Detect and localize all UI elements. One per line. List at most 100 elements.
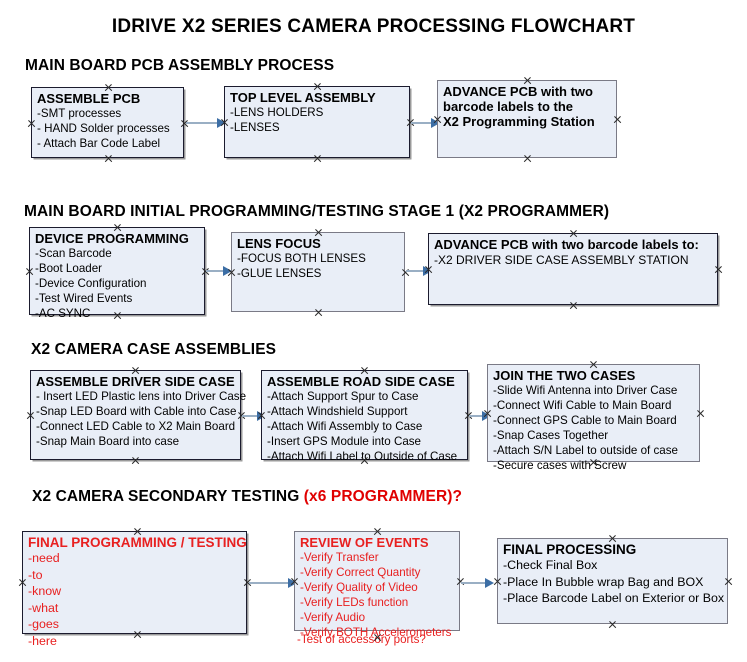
node-title: ADVANCE PCB with two barcode labels to: [434, 237, 699, 252]
node-line: -Secure cases with Screw [493, 459, 627, 472]
node-line: -here [28, 633, 57, 648]
arrow-head [423, 266, 432, 276]
node-line: -Boot Loader [35, 262, 103, 275]
node-line: -what [28, 600, 59, 615]
node-line: -Place In Bubble wrap Bag and BOX [503, 574, 704, 589]
node-line: -Connect LED Cable to X2 Main Board [36, 420, 236, 433]
node-line: -FOCUS BOTH LENSES [237, 252, 366, 265]
arrow-connector [206, 266, 232, 276]
section-heading-1: MAIN BOARD PCB ASSEMBLY PROCESS [25, 57, 334, 75]
node-review-of-events[interactable]: REVIEW OF EVENTS -Verify Transfer -Verif… [294, 531, 460, 639]
node-line: -Connect GPS Cable to Main Board [493, 414, 677, 427]
arrow-head [217, 118, 226, 128]
node-title-line: barcode labels to the [443, 99, 574, 114]
node-top-level-assembly[interactable]: TOP LEVEL ASSEMBLY -LENS HOLDERS -LENSES [224, 86, 410, 158]
node-line: -Attach S/N Label to outside of case [493, 444, 678, 457]
arrow-head [482, 411, 491, 421]
section-heading-2-text: MAIN BOARD INITIAL PROGRAMMING/TESTING S… [24, 203, 610, 220]
arrow-head [485, 578, 494, 588]
arrow-shaft [242, 415, 258, 417]
node-line: -Device Configuration [35, 277, 147, 290]
node-line: -Scan Barcode [35, 247, 112, 260]
node-title: JOIN THE TWO CASES [493, 368, 636, 383]
node-advance-pcb-programming-station[interactable]: ADVANCE PCB with two barcode labels to t… [437, 80, 617, 158]
node-title: ASSEMBLE DRIVER SIDE CASE [36, 374, 235, 389]
node-line: -Attach Wifi Label to Outside of Case [267, 450, 458, 463]
arrow-connector [469, 411, 491, 421]
node-line: -Insert GPS Module into Case [267, 435, 422, 448]
node-line: -AC SYNC [35, 307, 91, 320]
node-line: - HAND Solder processes [37, 122, 170, 135]
node-line: -Verify Quality of Video [300, 581, 418, 594]
node-line: -know [28, 584, 62, 598]
arrow-shaft [249, 582, 289, 584]
node-line: -Attach Support Spur to Case [267, 390, 419, 403]
node-line: - Insert LED Plastic lens into Driver Ca… [36, 390, 247, 403]
node-title-line: X2 Programming Station [443, 114, 595, 129]
node-line: -need [28, 551, 60, 565]
section-heading-3-text: X2 CAMERA CASE ASSEMBLIES [31, 341, 277, 358]
section-heading-1-text: MAIN BOARD PCB ASSEMBLY PROCESS [25, 57, 335, 74]
node-line: -Snap LED Board with Cable into Case [36, 405, 237, 418]
arrow-shaft [411, 122, 432, 124]
section-heading-4: X2 CAMERA SECONDARY TESTING (x6 PROGRAMM… [32, 488, 462, 506]
node-assemble-pcb[interactable]: ASSEMBLE PCB -SMT processes - HAND Solde… [31, 87, 184, 158]
node-line: -to [28, 567, 43, 582]
node-line: -Verify Audio [300, 611, 366, 624]
node-assemble-road-side-case[interactable]: ASSEMBLE ROAD SIDE CASE -Attach Support … [261, 370, 468, 463]
node-line: -SMT processes [37, 107, 122, 120]
node-line: -Attach Wifi Assembly to Case [267, 420, 423, 433]
node-assemble-driver-side-case[interactable]: ASSEMBLE DRIVER SIDE CASE - Insert LED P… [30, 370, 247, 460]
node-lens-focus[interactable]: LENS FOCUS -FOCUS BOTH LENSES -GLUE LENS… [231, 232, 405, 312]
arrow-shaft [406, 270, 424, 272]
node-line: -Verify Transfer [300, 551, 379, 564]
node-device-programming[interactable]: DEVICE PROGRAMMING -Scan Barcode -Boot L… [29, 227, 205, 320]
node-line: -goes [28, 617, 59, 631]
arrow-shaft [469, 415, 483, 417]
node-line: -GLUE LENSES [237, 267, 322, 280]
node-line: -Check Final Box [503, 558, 598, 572]
node-line: -Place Barcode Label on Exterior or Box [503, 591, 725, 605]
arrow-connector [411, 118, 440, 128]
node-line: -Verify BOTH Accelerometers [300, 626, 452, 639]
node-title: ADVANCE PCB with two [443, 84, 593, 99]
arrow-connector [406, 266, 432, 276]
section-heading-2: MAIN BOARD INITIAL PROGRAMMING/TESTING S… [24, 203, 609, 221]
node-title: REVIEW OF EVENTS [300, 535, 429, 550]
arrow-shaft [186, 122, 218, 124]
node-title: DEVICE PROGRAMMING [35, 231, 189, 246]
node-title: ASSEMBLE PCB [37, 91, 141, 106]
node-line: -Verify LEDs function [300, 596, 409, 609]
node-advance-pcb-driver-side-station[interactable]: ADVANCE PCB with two barcode labels to: … [428, 233, 718, 305]
section-heading-4-text: X2 CAMERA SECONDARY TESTING [32, 488, 304, 505]
arrow-connector [249, 578, 297, 588]
node-line: -Attach Windshield Support [267, 405, 408, 418]
node-overflow-line: -Test of accessory ports? [297, 633, 426, 646]
node-final-programming-testing[interactable]: FINAL PROGRAMMING / TESTING -need -to -k… [22, 531, 247, 648]
node-final-processing[interactable]: FINAL PROCESSING -Check Final Box -Place… [497, 538, 728, 624]
arrow-head [431, 118, 440, 128]
node-line: -LENS HOLDERS [230, 106, 324, 119]
arrow-connector [186, 118, 226, 128]
node-line: -Snap Cases Together [493, 429, 609, 442]
node-line: - Attach Bar Code Label [37, 137, 161, 150]
node-title: ASSEMBLE ROAD SIDE CASE [267, 374, 455, 389]
node-line: -Snap Main Board into case [36, 435, 180, 448]
node-line: -Connect Wifi Cable to Main Board [493, 399, 672, 412]
arrow-shaft [206, 270, 224, 272]
node-title: FINAL PROGRAMMING / TESTING [28, 535, 247, 550]
node-title: TOP LEVEL ASSEMBLY [230, 90, 376, 105]
node-line: -LENSES [230, 121, 280, 134]
arrow-connector [461, 578, 494, 588]
arrow-head [288, 578, 297, 588]
node-line: -Verify Correct Quantity [300, 566, 421, 579]
node-title: LENS FOCUS [237, 236, 321, 251]
node-line: -Slide Wifi Antenna into Driver Case [493, 384, 678, 397]
page-title: IDRIVE X2 SERIES CAMERA PROCESSING FLOWC… [111, 16, 636, 37]
arrow-head [223, 266, 232, 276]
node-line: -X2 DRIVER SIDE CASE ASSEMBLY STATION [434, 253, 689, 267]
section-heading-4-accent: (x6 PROGRAMMER)? [303, 488, 463, 505]
node-join-the-two-cases[interactable]: JOIN THE TWO CASES -Slide Wifi Antenna i… [487, 364, 700, 472]
section-heading-3: X2 CAMERA CASE ASSEMBLIES [31, 341, 276, 359]
